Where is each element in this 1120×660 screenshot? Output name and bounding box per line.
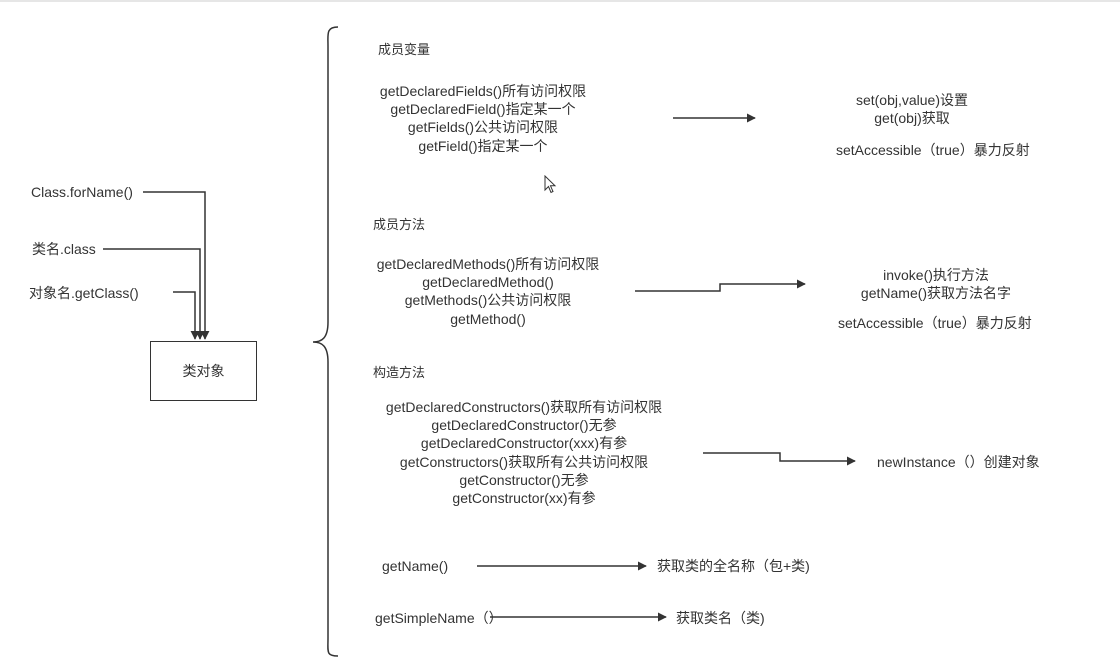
- constructors-method: getConstructors()获取所有公共访问权限: [399, 453, 649, 470]
- source-forname: Class.forName(): [31, 184, 133, 200]
- curly-brace: [312, 26, 339, 657]
- connector-forname: [143, 191, 210, 340]
- getname-call: getName(): [382, 558, 449, 574]
- fields-method-list: getDeclaredFields()所有访问权限 getDeclaredFie…: [363, 82, 603, 155]
- fields-method: getDeclaredField()指定某一个: [390, 101, 576, 118]
- arrow-methods: [635, 279, 806, 292]
- methods-header: 成员方法: [373, 217, 426, 232]
- top-border: [0, 0, 1120, 2]
- constructors-method: getConstructor(xx)有参: [452, 490, 596, 507]
- methods-accessible: setAccessible（true）暴力反射: [838, 315, 1032, 331]
- constructors-op: newInstance（）创建对象: [877, 454, 1040, 470]
- constructors-method: getDeclaredConstructor()无参: [431, 417, 617, 434]
- fields-accessible: setAccessible（true）暴力反射: [836, 142, 1030, 158]
- connector-classname: [103, 248, 205, 340]
- getsimplename-result: 获取类名（类): [676, 610, 765, 626]
- methods-ops: invoke()执行方法 getName()获取方法名字: [836, 266, 1036, 302]
- constructors-header: 构造方法: [373, 365, 426, 380]
- fields-header: 成员变量: [378, 42, 431, 57]
- source-getclass: 对象名.getClass(): [29, 285, 139, 301]
- methods-method: getDeclaredMethod(): [422, 274, 554, 291]
- getname-result: 获取类的全名称（包+类): [657, 558, 810, 574]
- fields-method: getField()指定某一个: [418, 137, 548, 154]
- constructors-method: getConstructor()无参: [459, 471, 589, 488]
- constructors-method-list: getDeclaredConstructors()获取所有访问权限 getDec…: [364, 398, 684, 507]
- methods-op: getName()获取方法名字: [860, 285, 1012, 302]
- fields-method: getFields()公共访问权限: [407, 119, 559, 136]
- fields-method: getDeclaredFields()所有访问权限: [379, 83, 587, 99]
- getsimplename-call: getSimpleName（）: [375, 610, 503, 626]
- fields-op: set(obj,value)设置: [855, 92, 969, 108]
- methods-op: invoke()执行方法: [883, 267, 989, 283]
- class-object-box: 类对象: [150, 341, 257, 401]
- class-object-label: 类对象: [182, 363, 225, 379]
- constructors-method: getDeclaredConstructors()获取所有访问权限: [385, 399, 663, 415]
- methods-method: getMethod(): [450, 310, 526, 327]
- methods-method-list: getDeclaredMethods()所有访问权限 getDeclaredMe…: [357, 255, 619, 328]
- connector-getclass: [173, 291, 200, 340]
- mouse-pointer-icon: [544, 175, 557, 194]
- methods-method: getMethods()公共访问权限: [404, 292, 572, 309]
- arrow-constructors: [703, 452, 856, 466]
- fields-op: get(obj)获取: [874, 110, 950, 127]
- methods-method: getDeclaredMethods()所有访问权限: [376, 256, 600, 272]
- constructors-method: getDeclaredConstructor(xxx)有参: [420, 435, 628, 452]
- fields-ops: set(obj,value)设置 get(obj)获取: [812, 91, 1012, 127]
- source-classname: 类名.class: [32, 241, 96, 257]
